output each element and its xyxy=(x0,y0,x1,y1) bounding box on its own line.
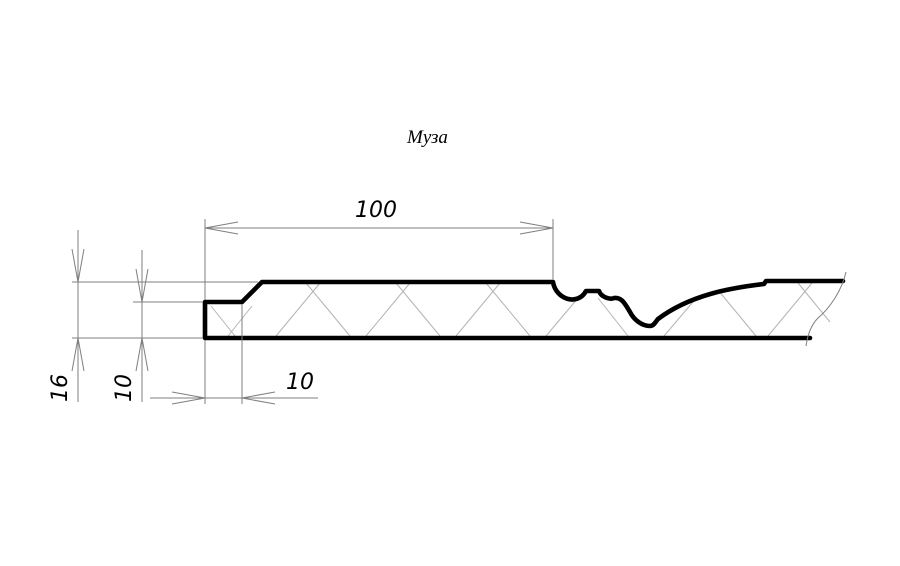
dimension-total-thickness-label: 16 xyxy=(48,374,73,402)
dimension-length-label: 100 xyxy=(355,198,397,223)
section-hatching xyxy=(210,282,831,337)
dimension-tongue-length: 10 xyxy=(150,304,318,405)
dimension-tongue-thickness: 10 xyxy=(112,250,203,402)
profile-outline xyxy=(202,271,847,347)
dimension-tongue-length-label: 10 xyxy=(286,370,314,395)
drawing-title: Муза xyxy=(406,127,448,148)
dimension-tongue-thickness-label: 10 xyxy=(112,374,137,402)
dimension-length: 100 xyxy=(204,198,554,300)
dimension-total-thickness: 16 xyxy=(48,230,258,402)
